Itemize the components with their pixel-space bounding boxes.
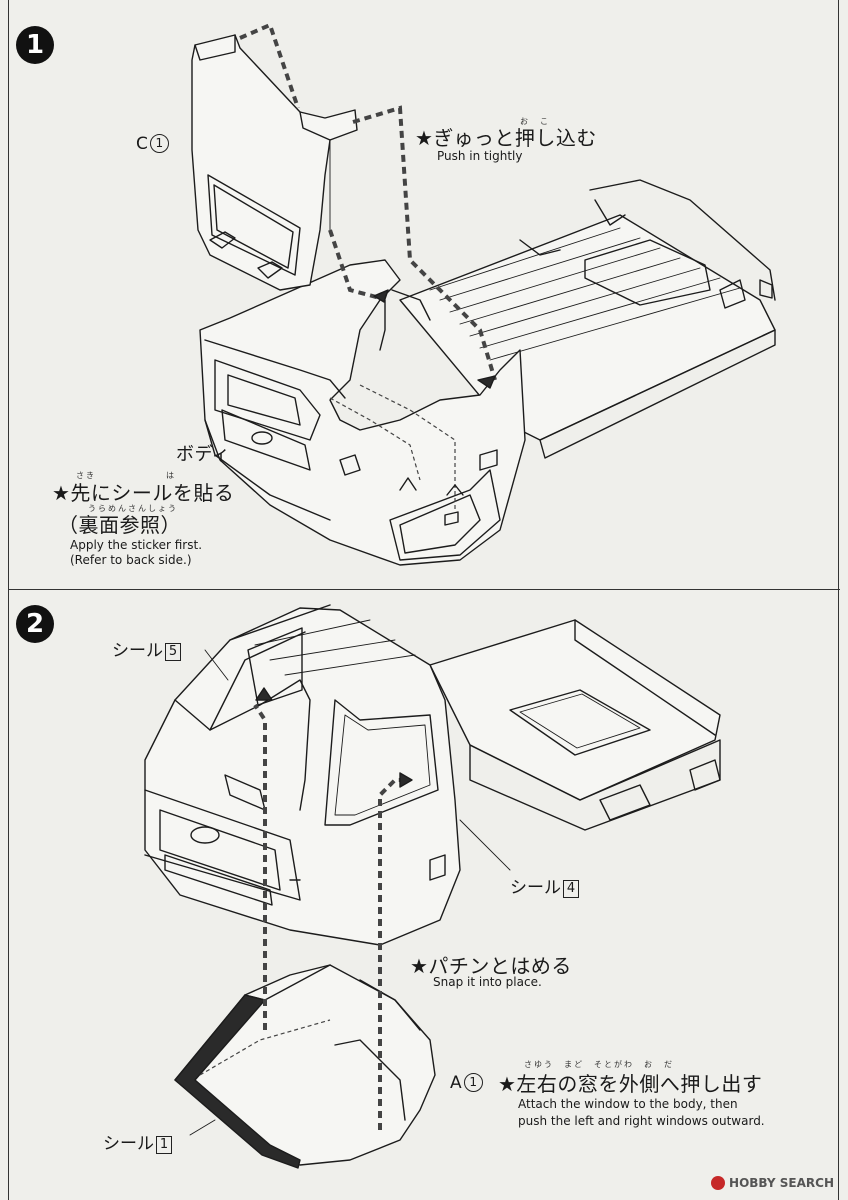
arrow-head-6 <box>399 772 413 788</box>
seal-5-number: 5 <box>165 643 181 661</box>
sticker-instruction-en-1: Apply the sticker first. <box>70 538 203 552</box>
step-2-badge: 2 <box>16 605 54 643</box>
leader-seal-1 <box>189 1119 216 1136</box>
arrow-head-1 <box>477 375 496 389</box>
window-ruby: さゆう まど そとがわ お だ <box>524 1060 674 1069</box>
seal-4-number: 4 <box>563 880 579 898</box>
push-instruction-en: Push in tightly <box>437 149 523 163</box>
snap-instruction-en: Snap it into place. <box>433 975 542 989</box>
rear-panel-c1-drawing <box>191 34 358 291</box>
arrow-head-2 <box>373 289 389 303</box>
sticker-instruction-en-2: (Refer to back side.) <box>70 553 192 567</box>
frame-right-edge <box>838 0 839 1200</box>
section-divider <box>8 589 840 590</box>
push-instruction-jp: ★ぎゅっと押し込む <box>415 126 597 150</box>
window-instruction-en-1: Attach the window to the body, then <box>518 1097 738 1111</box>
watermark: HOBBY SEARCH <box>711 1176 834 1190</box>
seal-5-window <box>247 627 303 706</box>
guide-line-3 <box>328 229 381 300</box>
body-label: ボディ <box>176 444 231 465</box>
seal-1-number: 1 <box>156 1136 172 1154</box>
refer-back-jp: （裏面参照） <box>58 513 181 537</box>
step-1-badge: 1 <box>16 26 54 64</box>
arrow-head-3 <box>399 477 417 491</box>
sticker-ruby: さき は <box>76 471 176 480</box>
truck-full-drawing <box>144 604 721 946</box>
leader-seal-5 <box>204 649 229 681</box>
roof-panel-a1-drawing <box>174 964 436 1169</box>
cab-body-drawing <box>199 259 526 566</box>
snap-instruction-jp: ★パチンとはめる <box>410 954 572 978</box>
guide-line-4 <box>329 397 421 481</box>
hobby-search-logo-icon <box>711 1176 726 1190</box>
window-instruction-jp: ★左右の窓を外側へ押し出す <box>498 1072 763 1096</box>
push-ruby: お こ <box>520 117 550 126</box>
frame-left-edge <box>8 0 9 1200</box>
window-instruction-en-2: push the left and right windows outward. <box>518 1114 765 1128</box>
part-number-a1: 1 <box>463 1073 483 1092</box>
arrow-head-5 <box>255 687 273 701</box>
refer-ruby: うらめんさんしょう <box>88 504 178 513</box>
arrow-head-4 <box>446 484 464 496</box>
watermark-text: HOBBY SEARCH <box>729 1176 834 1190</box>
guide-line-2 <box>352 105 497 381</box>
part-number-c1: 1 <box>149 134 169 153</box>
leader-seal-4 <box>459 819 511 871</box>
sticker-instruction-jp: ★先にシールを貼る <box>52 481 235 505</box>
